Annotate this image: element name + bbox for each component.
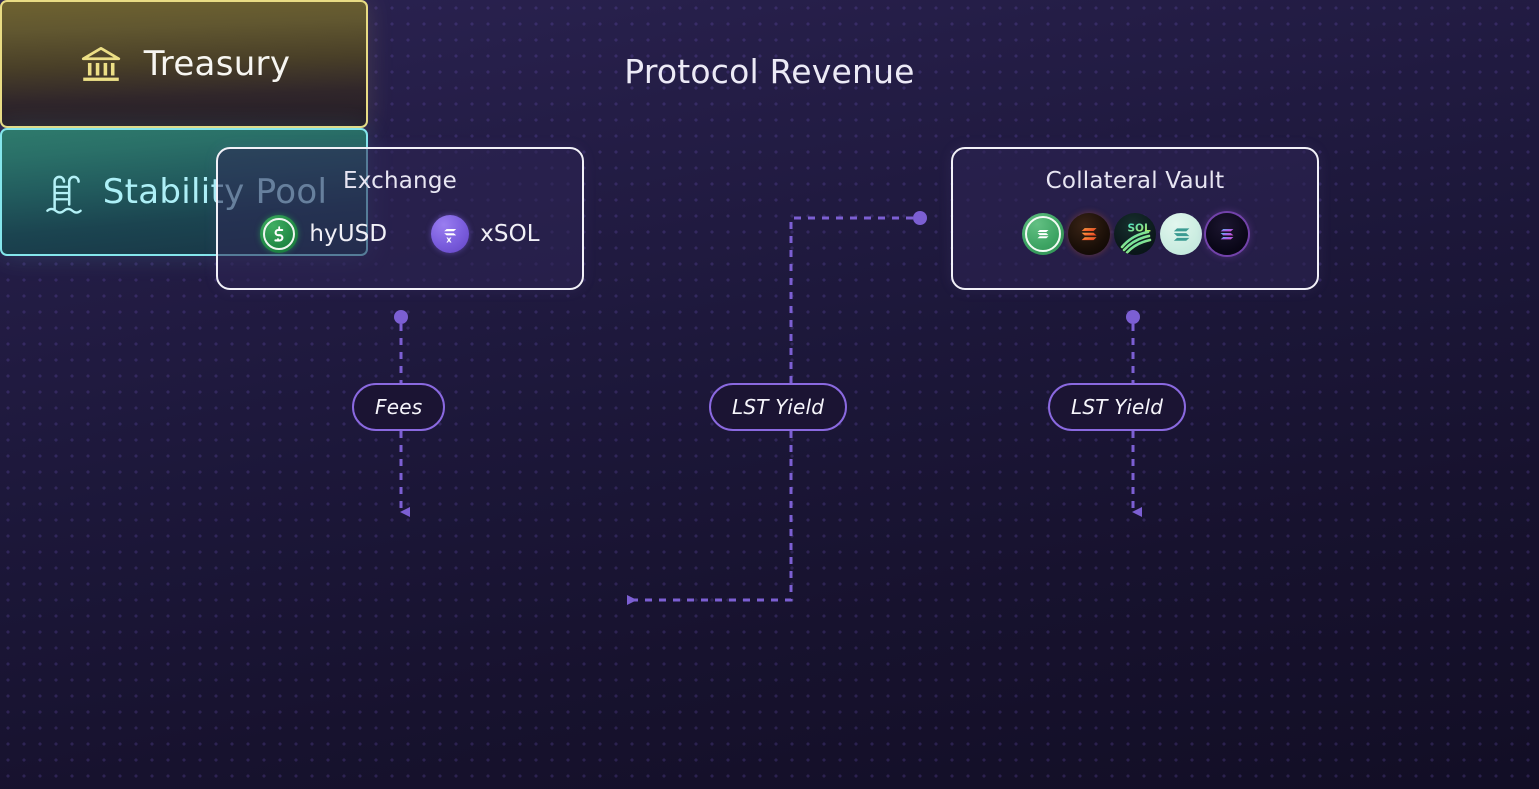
page-title: Protocol Revenue	[624, 52, 915, 91]
xsol-coin-icon: x	[431, 215, 470, 253]
lst-token-sol-waves-icon[interactable]: SOL	[1114, 213, 1156, 255]
lst-token-orange-icon[interactable]	[1068, 213, 1110, 255]
hyusd-coin-icon	[260, 215, 299, 253]
svg-text:x: x	[446, 235, 452, 245]
token-hyusd-label: hyUSD	[309, 221, 388, 247]
node-exchange-title: Exchange	[343, 168, 457, 194]
pool-ladder-icon	[41, 167, 87, 217]
token-xsol[interactable]: x xSOL	[431, 215, 540, 253]
node-treasury[interactable]: Treasury	[0, 0, 368, 128]
bank-icon	[78, 41, 124, 87]
node-exchange[interactable]: Exchange hyUSD	[216, 147, 584, 290]
lst-token-mint-icon[interactable]	[1160, 213, 1202, 255]
node-collateral-vault-title: Collateral Vault	[1045, 168, 1225, 194]
token-hyusd[interactable]: hyUSD	[260, 215, 387, 253]
edge-label-lst-yield-treasury: LST Yield	[709, 383, 848, 431]
lst-token-green-icon[interactable]	[1022, 213, 1064, 255]
token-xsol-label: xSOL	[480, 221, 540, 247]
edge-label-fees: Fees	[352, 383, 446, 431]
exchange-token-list: hyUSD x xSOL	[218, 215, 582, 253]
edge-label-lst-yield-stability-pool: LST Yield	[1048, 383, 1187, 431]
lst-token-purple-icon[interactable]	[1206, 213, 1248, 255]
node-collateral-vault[interactable]: Collateral Vault	[951, 147, 1319, 290]
node-treasury-title: Treasury	[143, 44, 291, 84]
vault-token-list: SOL	[953, 213, 1317, 255]
